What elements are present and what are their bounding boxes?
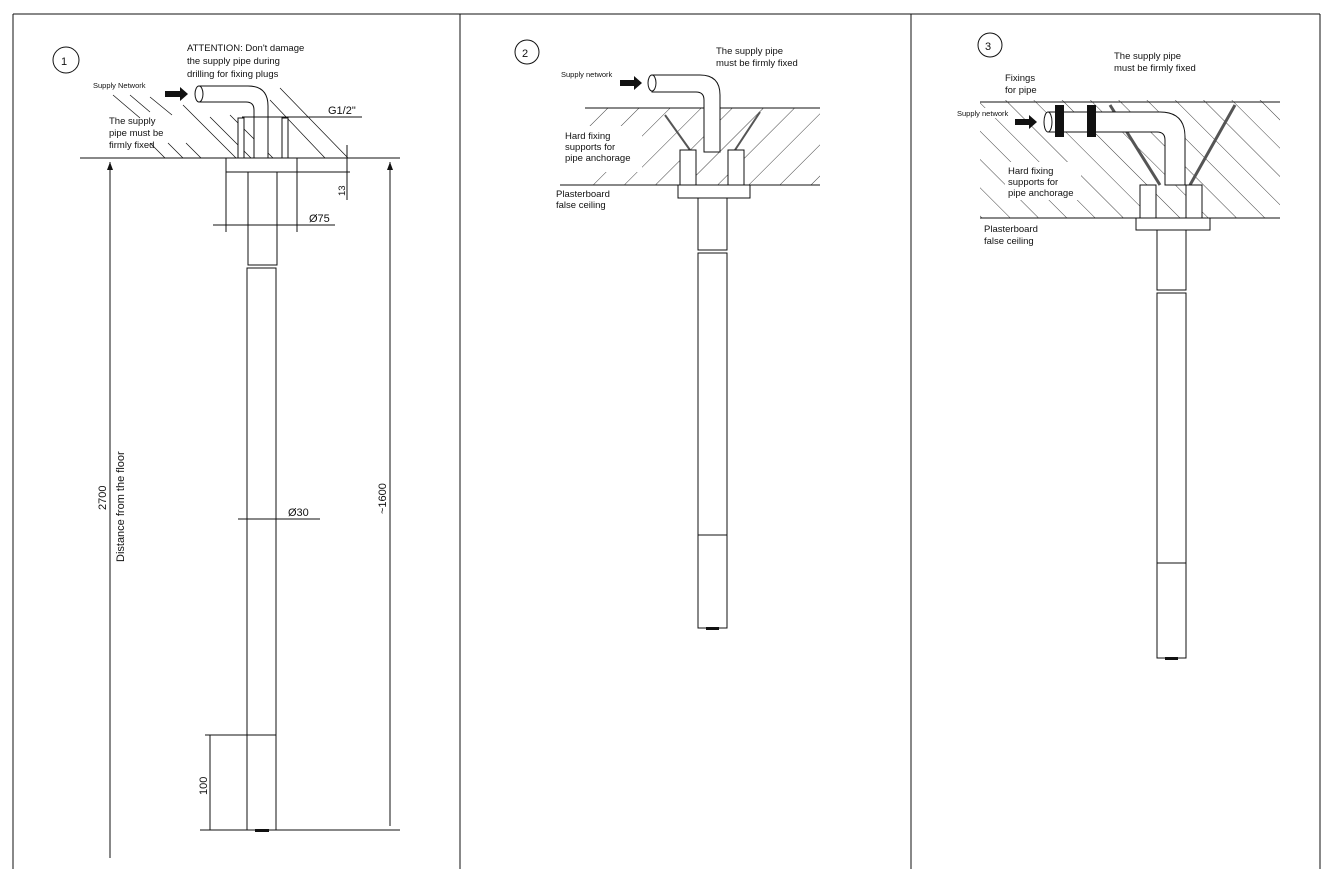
arm-lower-section: [246, 267, 277, 831]
ceiling-plate: [225, 157, 298, 173]
firmly-fixed-line-1: The supply: [109, 116, 156, 127]
step-number-badge: [52, 46, 80, 74]
dim-diameter-30: Ø30: [288, 507, 309, 519]
dim-100: 100: [198, 777, 210, 795]
firmly-fixed-line-2: must be firmly fixed: [716, 58, 798, 69]
firmly-fixed-line-1: The supply pipe: [1114, 51, 1181, 62]
supply-network-label: Supply network: [561, 70, 613, 79]
arm-upper-section: [1156, 229, 1187, 291]
firmly-fixed-line-3: firmly fixed: [109, 140, 154, 151]
step-number-badge: [977, 32, 1003, 58]
step-number: 1: [61, 56, 67, 68]
ceiling-plate: [677, 184, 751, 199]
supply-arrow-icon: [165, 87, 188, 101]
ceiling-plate: [1135, 217, 1211, 231]
wall-hatching: [112, 87, 349, 159]
firmly-fixed-line-2: must be firmly fixed: [1114, 63, 1196, 74]
plasterboard-line-1: Plasterboard: [556, 189, 610, 200]
pipe-fixing-bracket: [1087, 105, 1096, 137]
firmly-fixed-line-1: The supply pipe: [716, 46, 783, 57]
attention-note-line-2: the supply pipe during: [187, 56, 280, 67]
dim-13: 13: [337, 185, 348, 196]
step-number-badge: [514, 39, 540, 65]
step-number: 2: [522, 48, 528, 60]
pipe-fixing-bracket: [1055, 105, 1064, 137]
supply-pipe-elbow: [1047, 111, 1186, 186]
step-2-panel: 2 The supply pipe must be firmly fixed S…: [514, 39, 820, 630]
hard-fixing-line-2: supports for: [1008, 177, 1058, 188]
arm-upper-section: [247, 171, 278, 266]
supply-pipe-elbow: [651, 74, 721, 153]
hard-fixing-line-1: Hard fixing: [565, 131, 610, 142]
fixing-plug-left: [237, 117, 245, 159]
hard-fixing-line-3: pipe anchorage: [565, 153, 631, 164]
supply-network-label: Supply Network: [93, 81, 146, 90]
dim-diameter-75: Ø75: [309, 213, 330, 225]
firmly-fixed-line-2: pipe must be: [109, 128, 163, 139]
fixings-line-2: for pipe: [1005, 85, 1037, 96]
attention-note-line-3: drilling for fixing plugs: [187, 69, 279, 80]
hard-fixing-line-1: Hard fixing: [1008, 166, 1053, 177]
dim-2700: 2700: [97, 486, 109, 510]
arm-upper-section: [697, 197, 728, 251]
drawing-frame: [12, 13, 1321, 869]
arm-lower-section: [1156, 292, 1187, 659]
step-3-panel: 3 The supply pipe must be firmly fixed F…: [956, 32, 1280, 660]
plasterboard-line-2: false ceiling: [984, 236, 1034, 247]
supply-pipe-elbow: [198, 85, 269, 159]
floor-distance-label: Distance from the floor: [115, 451, 127, 562]
hard-fixing-line-3: pipe anchorage: [1008, 188, 1074, 199]
plasterboard-line-2: false ceiling: [556, 200, 606, 211]
anchor-supports: [664, 111, 761, 151]
dim-1600: ~1600: [377, 483, 389, 514]
arm-lower-section: [697, 252, 728, 629]
step-1-panel: 1 ATTENTION: Don't damage the supply pip…: [52, 43, 400, 858]
hard-fixing-line-2: supports for: [565, 142, 615, 153]
supply-arrow-icon: [620, 76, 642, 90]
attention-note-line-1: ATTENTION: Don't damage: [187, 43, 304, 54]
fixing-plug-right: [281, 117, 289, 159]
supply-network-label: Supply network: [957, 109, 1009, 118]
fixings-line-1: Fixings: [1005, 73, 1035, 84]
plasterboard-line-1: Plasterboard: [984, 224, 1038, 235]
step-number: 3: [985, 41, 991, 53]
thread-label: G1/2": [328, 105, 356, 117]
supply-arrow-icon: [1015, 115, 1037, 129]
